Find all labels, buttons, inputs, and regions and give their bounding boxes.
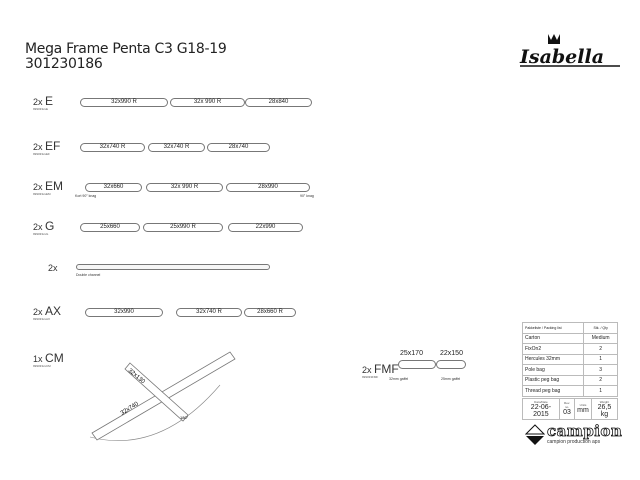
packing-item: Pole bag [521,364,585,376]
campion-logo: campion campion production aps [525,423,625,446]
pole-segment: 28x990 [226,183,310,192]
packing-item: Plastic peg bag [521,374,585,386]
pole-segment: 32x740 R [80,143,145,152]
row-name: G [45,219,55,233]
row-name: CM [45,351,64,365]
row-code: 999033xxE [33,107,49,111]
packing-qty: 2 [583,343,618,355]
pole-segment: 25x660 [80,223,140,232]
row-name: E [45,94,54,108]
row-code: 999033xxG [33,232,49,236]
fmf-note-2: 25mm gaffel [441,377,461,381]
packing-qty: 3 [583,364,618,376]
fmf-tube-1 [398,360,436,369]
row-qty: 2x [33,222,43,232]
fmf-tube-2 [436,360,466,369]
row-code: 999033xxAX [33,317,51,321]
packing-qty: 2 [583,374,618,386]
pole-segment: 32x660 [85,183,142,192]
row-qty: 1x [33,354,43,364]
fmf-note-1: 32mm gaffel [389,377,409,381]
isabella-logo: Isabella [515,30,625,75]
row-qty: 2x [33,97,43,107]
pole-segment: 22x990 [228,223,303,232]
pole-segment: 28x740 [207,143,270,152]
row-note: 90° knag [300,194,314,198]
fmf-segment-1: 25x170 [400,350,423,357]
pole-segment: 32x 990 R [146,183,223,192]
row-name: EF [45,139,61,153]
product-title: Mega Frame Penta C3 G18-19 [25,41,227,57]
row-code: 999033xxEM [33,192,51,196]
pole-segment: 25x990 R [143,223,223,232]
row-name: EM [45,179,64,193]
packing-header-item: Pakkeliste / Packing list [521,322,585,334]
pole-segment: 28x660 R [244,308,296,317]
rev-cell: Rev. no.03 [558,397,576,420]
pole-segment: 28x840 [245,98,312,107]
pole-segment: 32x990 R [80,98,168,107]
row-code: 999033xxCM [33,364,51,368]
cm-cross-member-drawing: 32x130 32x740 180° [89,351,236,441]
packing-qty: Medium [583,332,618,344]
row-qty: 2x [33,182,43,192]
pole-segment: 32x 990 R [170,98,245,107]
pole-segment: 32x740 R [148,143,205,152]
fmf-segment-2: 22x150 [440,350,463,357]
pole-segment: 32x990 [85,308,163,317]
packing-item: Carton [521,332,585,344]
row-note: Kort 90° knag [75,194,97,198]
packing-qty: 1 [583,353,618,365]
row-qty: 2x [33,142,43,152]
row-qty: 2x [48,263,58,273]
svg-text:Isabella: Isabella [519,46,604,68]
packing-qty: 1 [583,385,618,397]
pole-segment: 32x740 R [176,308,242,317]
double-channel-pole [76,264,270,270]
row-code: 999033xxEF [33,152,50,156]
packing-item: Thread peg bag [521,385,585,397]
double-channel-label: Double channel [76,273,101,277]
product-number: 301230186 [25,56,103,72]
row-name: AX [45,304,62,318]
crown-icon: Isabella [519,34,620,68]
packing-item: Hercules 32mm [521,353,585,365]
campion-triangle-icon [525,424,545,445]
row-qty: 2x [33,307,43,317]
packing-item: FixOn2 [521,343,585,355]
page-title: Mega Frame Penta C3 G18-19 301230186 [25,42,227,72]
packing-header-qty: Stk. / Qty [583,322,618,334]
svg-text:180°: 180° [180,415,189,420]
